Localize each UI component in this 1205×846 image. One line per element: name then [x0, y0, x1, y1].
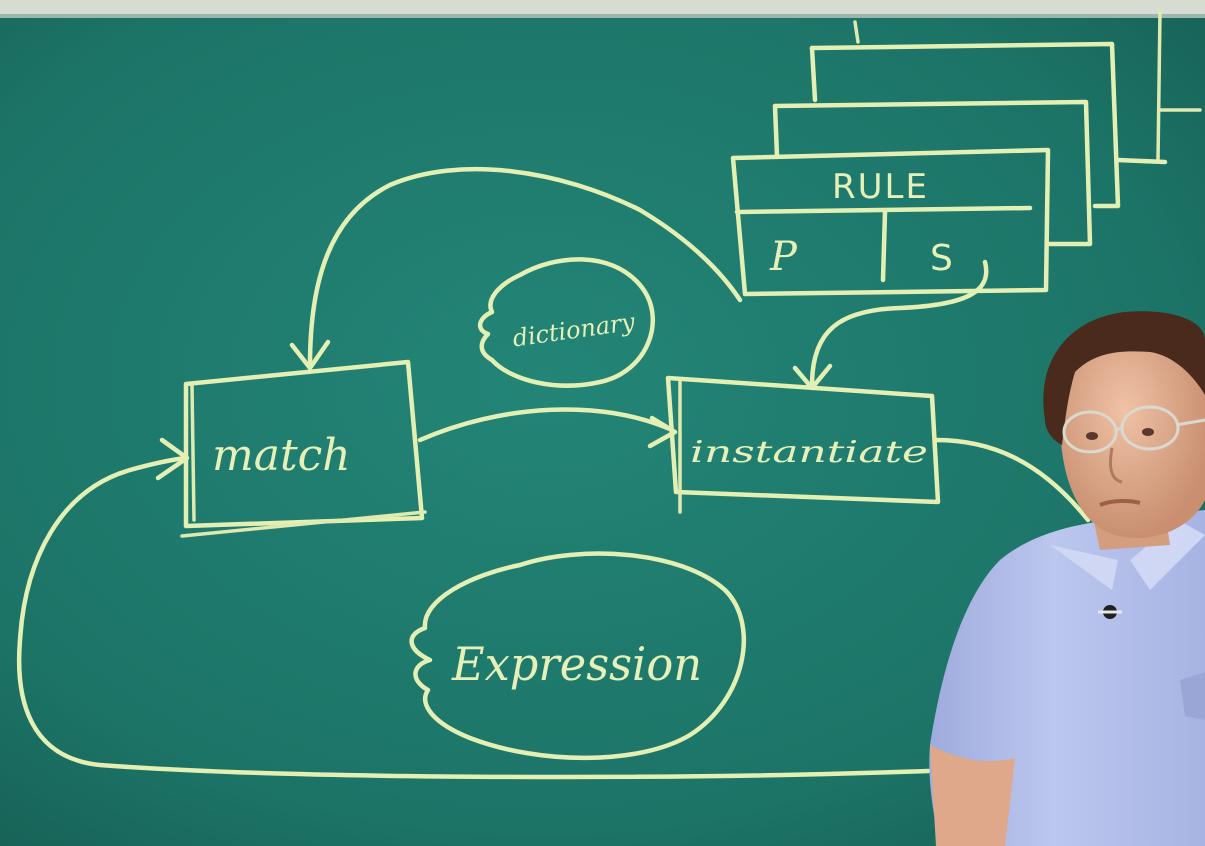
instantiate-label: instantiate [690, 435, 928, 470]
lecturer-collar-right [1130, 520, 1205, 590]
glasses-left-lens [1062, 410, 1118, 454]
skeleton-label: S [930, 238, 955, 279]
match-to-instantiate-arrow [417, 407, 678, 449]
expression-label: Expression [451, 637, 702, 691]
rule-card-back [809, 41, 1121, 209]
shirt-pocket-item [1180, 672, 1205, 720]
dictionary-cloud [478, 257, 656, 388]
pattern-label: P [769, 234, 798, 280]
board-top-frame [0, 0, 1205, 16]
lecturer-face [1059, 324, 1205, 539]
lecturer-hair [1043, 311, 1205, 445]
lecturer-collar-left [1050, 545, 1118, 590]
lecturer [929, 311, 1205, 846]
pattern-to-match-arrow [289, 166, 743, 371]
lecturer-mouth [1099, 498, 1141, 507]
match-label: match [212, 430, 351, 481]
feedback-loop-arrow [16, 437, 958, 780]
rule-card-front [730, 147, 1051, 297]
rule-cards-stack [730, 10, 1202, 297]
match-box [180, 359, 427, 538]
expression-cloud [409, 551, 747, 761]
rule-card-middle [772, 99, 1093, 247]
instantiate-box [665, 375, 941, 514]
lecturer-arm [930, 745, 1015, 846]
instantiate-output-line [933, 437, 1091, 523]
lecturer-nose [1108, 447, 1123, 484]
rule-label: RULE [832, 167, 929, 207]
